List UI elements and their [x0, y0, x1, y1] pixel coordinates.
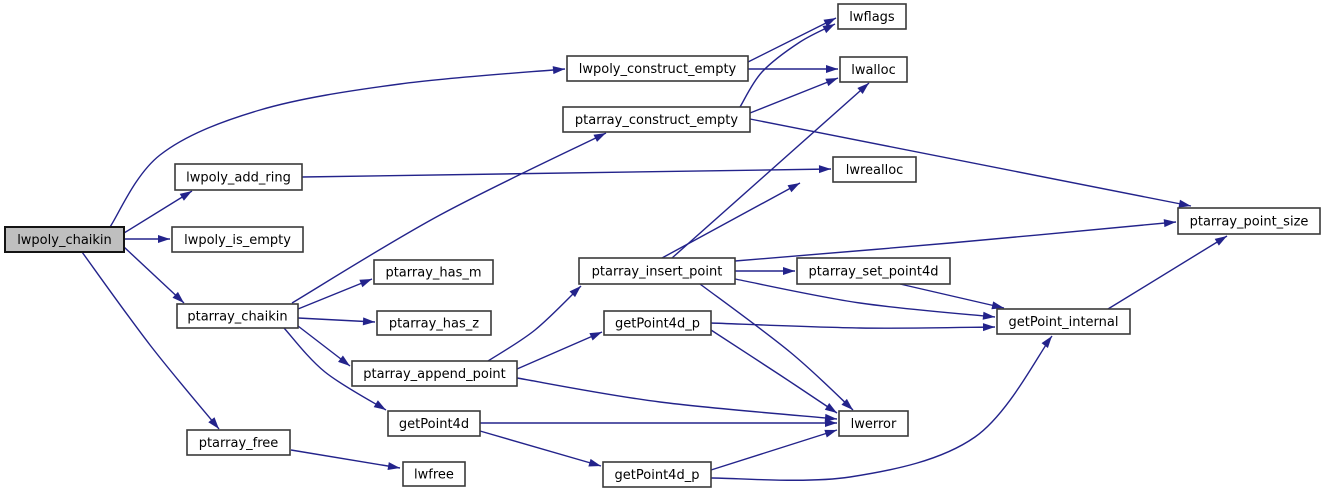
node-label: getPoint4d [399, 417, 469, 432]
node-getPoint4d-p-1[interactable]: getPoint4d_p [603, 310, 712, 336]
node-box[interactable] [402, 461, 466, 487]
edge-getPoint-internal-to-ptarray-point-size [1107, 235, 1228, 310]
node-label: lwpoly_construct_empty [579, 62, 737, 77]
node-ptarray-free[interactable]: ptarray_free [186, 429, 291, 456]
node-label: lwalloc [851, 63, 896, 78]
node-label: lwflags [849, 10, 895, 25]
node-box[interactable] [174, 163, 303, 191]
node-ptarray-has-z[interactable]: ptarray_has_z [376, 310, 492, 336]
edge-getPoint4d-p-1-to-lwerror [710, 329, 838, 414]
node-getPoint4d-p-2[interactable]: getPoint4d_p [602, 461, 712, 488]
edge-ptarray-construct-empty-to-ptarray-point-size [749, 118, 1192, 208]
edge-ptarray-insert-point-to-ptarray-point-size [734, 219, 1177, 262]
node-box[interactable] [838, 410, 909, 437]
edge-ptarray-append-point-to-lwerror [516, 377, 838, 422]
node-box[interactable] [578, 257, 736, 285]
edge-ptarray-chaikin-to-ptarray-has-z [297, 317, 376, 326]
node-box[interactable] [387, 410, 481, 437]
edge-ptarray-chaikin-to-ptarray-append-point [297, 325, 351, 367]
node-lwalloc[interactable]: lwalloc [839, 56, 908, 83]
node-label: ptarray_has_m [385, 266, 481, 281]
edge-ptarray-append-point-to-ptarray-insert-point [487, 285, 582, 362]
edge-ptarray-set-point4d-to-getPoint-internal [899, 283, 1005, 310]
node-getPoint4d[interactable]: getPoint4d [387, 410, 481, 437]
node-ptarray-has-m[interactable]: ptarray_has_m [373, 259, 494, 285]
node-box[interactable] [373, 259, 494, 285]
node-label: ptarray_set_point4d [809, 265, 939, 280]
node-lwerror[interactable]: lwerror [838, 410, 909, 437]
edge-getPoint4d-p-2-to-getPoint-internal [710, 335, 1053, 481]
edge-ptarray-insert-point-to-getPoint-internal [734, 278, 996, 320]
edge-lwpoly-chaikin-to-ptarray-chaikin [123, 246, 185, 304]
edge-getPoint4d-to-getPoint4d-p-2 [479, 430, 602, 467]
node-getPoint-internal[interactable]: getPoint_internal [996, 308, 1131, 335]
node-label: lwpoly_add_ring [186, 171, 291, 186]
node-box[interactable] [603, 310, 712, 336]
edge-getPoint4d-p-2-to-lwerror [710, 429, 838, 471]
edge-ptarray-chaikin-to-ptarray-has-m [297, 278, 373, 310]
node-box[interactable] [376, 310, 492, 336]
node-label: ptarray_chaikin [187, 310, 287, 325]
edge-lwpoly-chaikin-to-ptarray-free [81, 251, 220, 430]
node-label: getPoint4d_p [615, 468, 700, 483]
node-label: lwpoly_is_empty [184, 233, 291, 248]
node-box[interactable] [602, 461, 712, 488]
node-label: ptarray_construct_empty [575, 113, 738, 128]
edge-lwpoly-construct-empty-to-lwflags [747, 17, 837, 63]
edge-ptarray-free-to-lwfree [290, 449, 401, 470]
edge-ptarray-chaikin-to-getPoint4d [283, 327, 387, 411]
edge-lwpoly-chaikin-to-lwpoly-construct-empty [109, 66, 566, 228]
edges-layer [81, 17, 1228, 481]
node-box[interactable] [839, 56, 908, 83]
node-label: lwrealloc [846, 163, 904, 178]
edge-getPoint4d-p-1-to-getPoint-internal [710, 322, 996, 332]
node-box[interactable] [176, 303, 299, 329]
node-box[interactable] [186, 429, 291, 456]
node-label: lwpoly_chaikin [17, 233, 112, 248]
node-ptarray-chaikin[interactable]: ptarray_chaikin [176, 303, 299, 329]
node-lwfree[interactable]: lwfree [402, 461, 466, 487]
node-ptarray-point-size[interactable]: ptarray_point_size [1177, 207, 1321, 235]
node-box[interactable] [796, 257, 951, 285]
node-box[interactable] [837, 3, 907, 30]
node-box[interactable] [562, 106, 751, 133]
edge-lwpoly-chaikin-to-lwpoly-add-ring [123, 190, 193, 234]
node-label: ptarray_append_point [363, 367, 506, 382]
node-label: lwerror [851, 417, 897, 432]
node-label: getPoint_internal [1008, 315, 1118, 330]
node-lwrealloc[interactable]: lwrealloc [832, 156, 917, 183]
node-label: lwfree [414, 468, 454, 483]
node-ptarray-set-point4d[interactable]: ptarray_set_point4d [796, 257, 951, 285]
node-ptarray-insert-point[interactable]: ptarray_insert_point [578, 257, 736, 285]
node-lwpoly-construct-empty[interactable]: lwpoly_construct_empty [566, 55, 749, 82]
node-lwflags[interactable]: lwflags [837, 3, 907, 30]
node-box[interactable] [1177, 207, 1321, 235]
edge-ptarray-append-point-to-getPoint4d-p-1 [516, 331, 603, 370]
node-box[interactable] [171, 226, 304, 253]
node-ptarray-append-point[interactable]: ptarray_append_point [351, 360, 518, 387]
node-label: ptarray_insert_point [592, 265, 723, 280]
edge-ptarray-insert-point-to-lwalloc [671, 82, 870, 259]
node-box[interactable] [351, 360, 518, 387]
node-label: getPoint4d_p [615, 317, 700, 332]
edge-ptarray-insert-point-to-lwrealloc [661, 182, 801, 259]
node-box[interactable] [996, 308, 1131, 335]
edge-ptarray-construct-empty-to-lwflags [739, 23, 836, 108]
edge-ptarray-insert-point-to-lwerror [699, 283, 854, 411]
node-box[interactable] [832, 156, 917, 183]
node-box[interactable] [566, 55, 749, 82]
node-lwpoly-is-empty[interactable]: lwpoly_is_empty [171, 226, 304, 253]
node-label: ptarray_free [199, 436, 279, 451]
edge-lwpoly-add-ring-to-lwrealloc [301, 165, 832, 178]
edge-ptarray-construct-empty-to-lwalloc [749, 77, 839, 114]
node-box [4, 226, 125, 253]
node-ptarray-construct-empty[interactable]: ptarray_construct_empty [562, 106, 751, 133]
node-label: ptarray_has_z [389, 317, 479, 332]
nodes-layer: lwpoly_chaikin lwpoly_construct_emptyptar… [4, 3, 1321, 488]
node-lwpoly-add-ring[interactable]: lwpoly_add_ring [174, 163, 303, 191]
edge-ptarray-chaikin-to-ptarray-construct-empty [291, 132, 607, 304]
node-label: ptarray_point_size [1190, 215, 1309, 230]
node-lwpoly-chaikin: lwpoly_chaikin [4, 226, 125, 253]
